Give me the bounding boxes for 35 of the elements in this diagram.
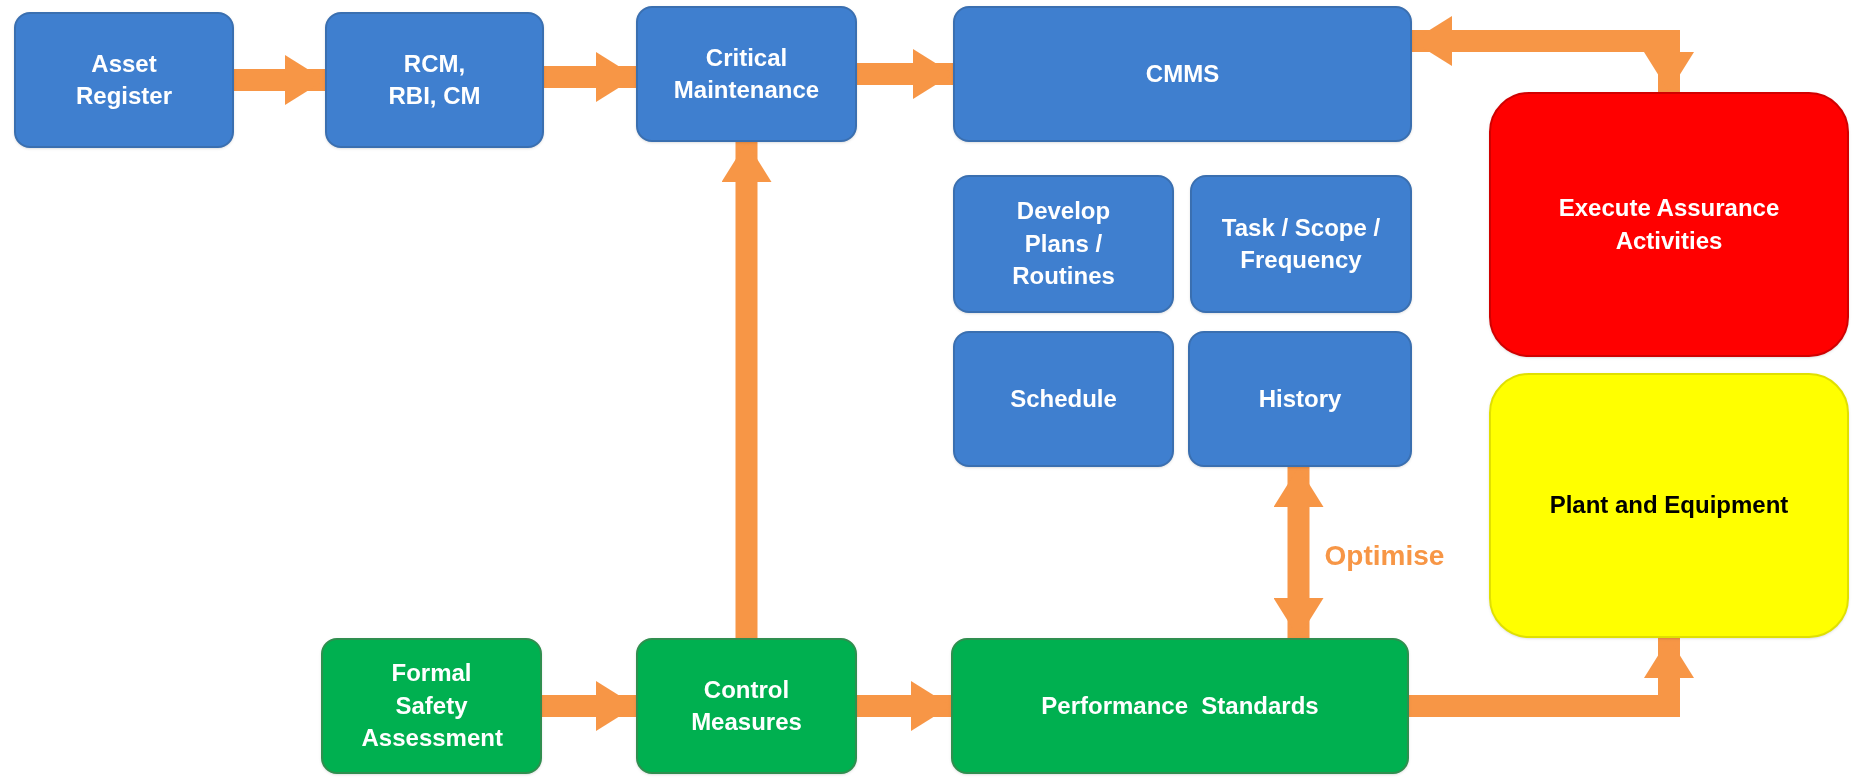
box-label: Control Measures (690, 674, 803, 737)
arrow (234, 55, 325, 105)
process-box (953, 331, 1174, 467)
box-label: Plant and Equipment (1549, 490, 1789, 521)
arrow (857, 49, 953, 99)
process-box (636, 638, 857, 774)
box-label: Execute Assurance Activities (1557, 193, 1781, 256)
process-box (953, 175, 1174, 313)
process-box (1489, 92, 1849, 357)
arrow (1412, 16, 1694, 92)
arrow (1273, 467, 1324, 638)
arrow (1409, 638, 1694, 717)
process-box (321, 638, 542, 774)
arrow (542, 681, 636, 731)
box-label: Formal Safety Assessment (361, 658, 502, 754)
box-label: Develop Plans / Routines (1011, 196, 1116, 292)
process-box (953, 6, 1412, 142)
box-label: Asset Register (74, 48, 173, 111)
arrow (721, 142, 772, 638)
box-label: History (1258, 383, 1342, 414)
box-label: CMMS (1145, 58, 1220, 89)
box-label: Performance Standards (1041, 690, 1319, 721)
process-box (951, 638, 1409, 774)
process-box (325, 12, 544, 148)
arrow (857, 681, 951, 731)
process-box (636, 6, 857, 142)
box-label: Schedule (1010, 383, 1117, 414)
process-box (1188, 331, 1412, 467)
box-label: Task / Scope / Frequency (1220, 212, 1382, 275)
arrow (544, 52, 636, 102)
process-box (14, 12, 234, 148)
box-label: Critical Maintenance (672, 42, 821, 105)
process-box (1190, 175, 1412, 313)
box-label: RCM, RBI, CM (387, 48, 482, 111)
process-box (1489, 373, 1849, 638)
